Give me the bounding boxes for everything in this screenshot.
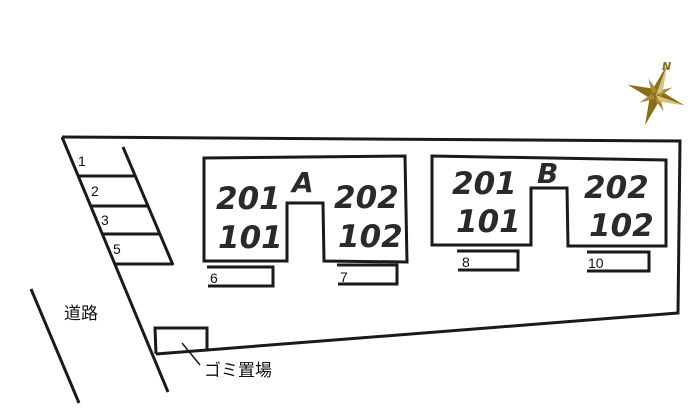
parking-label: 3 <box>101 212 109 228</box>
svg-text:7: 7 <box>340 269 348 285</box>
compass-north-label: N <box>662 60 671 73</box>
parking-label: 5 <box>113 241 121 257</box>
road-edge <box>29 288 81 404</box>
parking-space-7: 7 <box>337 263 399 286</box>
unit-label: 201 <box>452 166 517 202</box>
unit-label: 201 <box>216 181 281 217</box>
garbage-area: ゴミ置場 <box>153 326 272 381</box>
parking-label: 1 <box>78 153 86 169</box>
unit-label: 102 <box>338 219 403 255</box>
garbage-label: ゴミ置場 <box>204 360 272 381</box>
building-a: A 201 101 202 102 <box>202 154 409 264</box>
road-label: 道路 <box>64 304 98 324</box>
parking-label: 2 <box>91 183 99 199</box>
svg-text:6: 6 <box>210 270 218 286</box>
svg-text:10: 10 <box>588 255 604 271</box>
unit-label: 202 <box>334 180 399 216</box>
unit-label: 202 <box>584 170 649 206</box>
parking-space-10: 10 <box>587 250 651 273</box>
svg-text:8: 8 <box>462 254 470 270</box>
building-name: B <box>537 157 558 190</box>
unit-label: 101 <box>218 220 283 256</box>
building-b: B 201 101 202 102 <box>430 154 668 248</box>
parking-row-west: 1 2 3 5 <box>78 146 175 266</box>
parking-space-8: 8 <box>457 249 520 272</box>
unit-label: 102 <box>589 208 654 244</box>
compass-icon <box>627 64 685 126</box>
site-boundary <box>61 135 682 356</box>
parking-space-6: 6 <box>207 265 275 288</box>
building-name: A <box>290 166 314 199</box>
unit-label: 101 <box>456 204 521 240</box>
